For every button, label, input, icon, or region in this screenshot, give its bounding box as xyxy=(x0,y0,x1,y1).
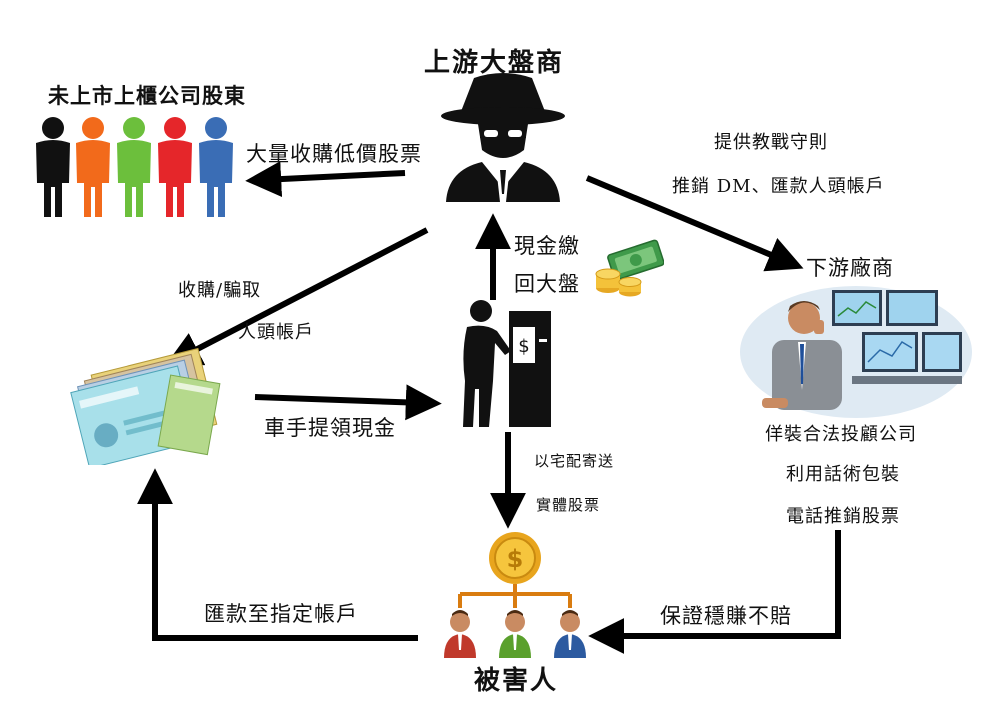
money-icon xyxy=(595,239,664,297)
victim-red-icon xyxy=(444,610,476,658)
downstream-label: 下游廠商 xyxy=(806,256,894,280)
guarantee-label: 保證穩賺不賠 xyxy=(660,604,792,628)
cash-back-label-1: 現金繳 xyxy=(514,234,580,258)
downstream-note-2: 利用話術包裝 xyxy=(786,464,900,485)
victim-green-icon xyxy=(499,610,531,658)
downstream-note-1: 佯裝合法投顧公司 xyxy=(765,424,917,445)
victims-label: 被害人 xyxy=(474,666,559,696)
downstream-note-3: 電話推銷股票 xyxy=(786,506,900,527)
delivery-label-2: 實體股票 xyxy=(536,496,601,514)
person-red-icon xyxy=(158,117,192,217)
withdraw-label: 車手提領現金 xyxy=(264,416,396,440)
victim-blue-icon xyxy=(554,610,586,658)
arrow-acquire-accounts xyxy=(165,227,429,366)
shareholders-label: 未上市上櫃公司股東 xyxy=(48,83,246,108)
acquire-label-2: 人頭帳戶 xyxy=(238,322,314,343)
top-dealer-label: 上游大盤商 xyxy=(424,48,565,78)
atm-icon: $ xyxy=(463,300,551,427)
spy-icon xyxy=(441,73,565,202)
arrow-withdraw xyxy=(254,384,442,421)
person-green-icon xyxy=(117,117,151,217)
svg-text:$: $ xyxy=(507,545,524,573)
bankbooks-icon xyxy=(70,347,221,465)
person-blue-icon xyxy=(199,117,233,217)
buy-cheap-label: 大量收購低價股票 xyxy=(246,142,422,166)
acquire-label-1: 收購/騙取 xyxy=(178,280,262,301)
arrow-buy-cheap xyxy=(245,161,406,198)
trader-icon xyxy=(740,286,972,418)
remit-label: 匯款至指定帳戶 xyxy=(204,602,358,626)
delivery-label-1: 以宅配寄送 xyxy=(534,452,615,470)
person-orange-icon xyxy=(76,117,110,217)
arrow-guarantee xyxy=(588,530,841,654)
cash-back-label-2: 回大盤 xyxy=(514,272,580,296)
provide-rules-label: 提供教戰守則 xyxy=(714,132,828,153)
person-black-icon xyxy=(36,117,70,217)
shareholders-icon xyxy=(36,117,233,217)
svg-text:$: $ xyxy=(518,336,529,357)
promote-dm-label: 推銷 DM、匯款人頭帳戶 xyxy=(672,176,885,197)
victims-icon: $ xyxy=(444,532,586,658)
arrow-to-downstream xyxy=(585,175,804,272)
arrow-remit xyxy=(137,468,418,641)
